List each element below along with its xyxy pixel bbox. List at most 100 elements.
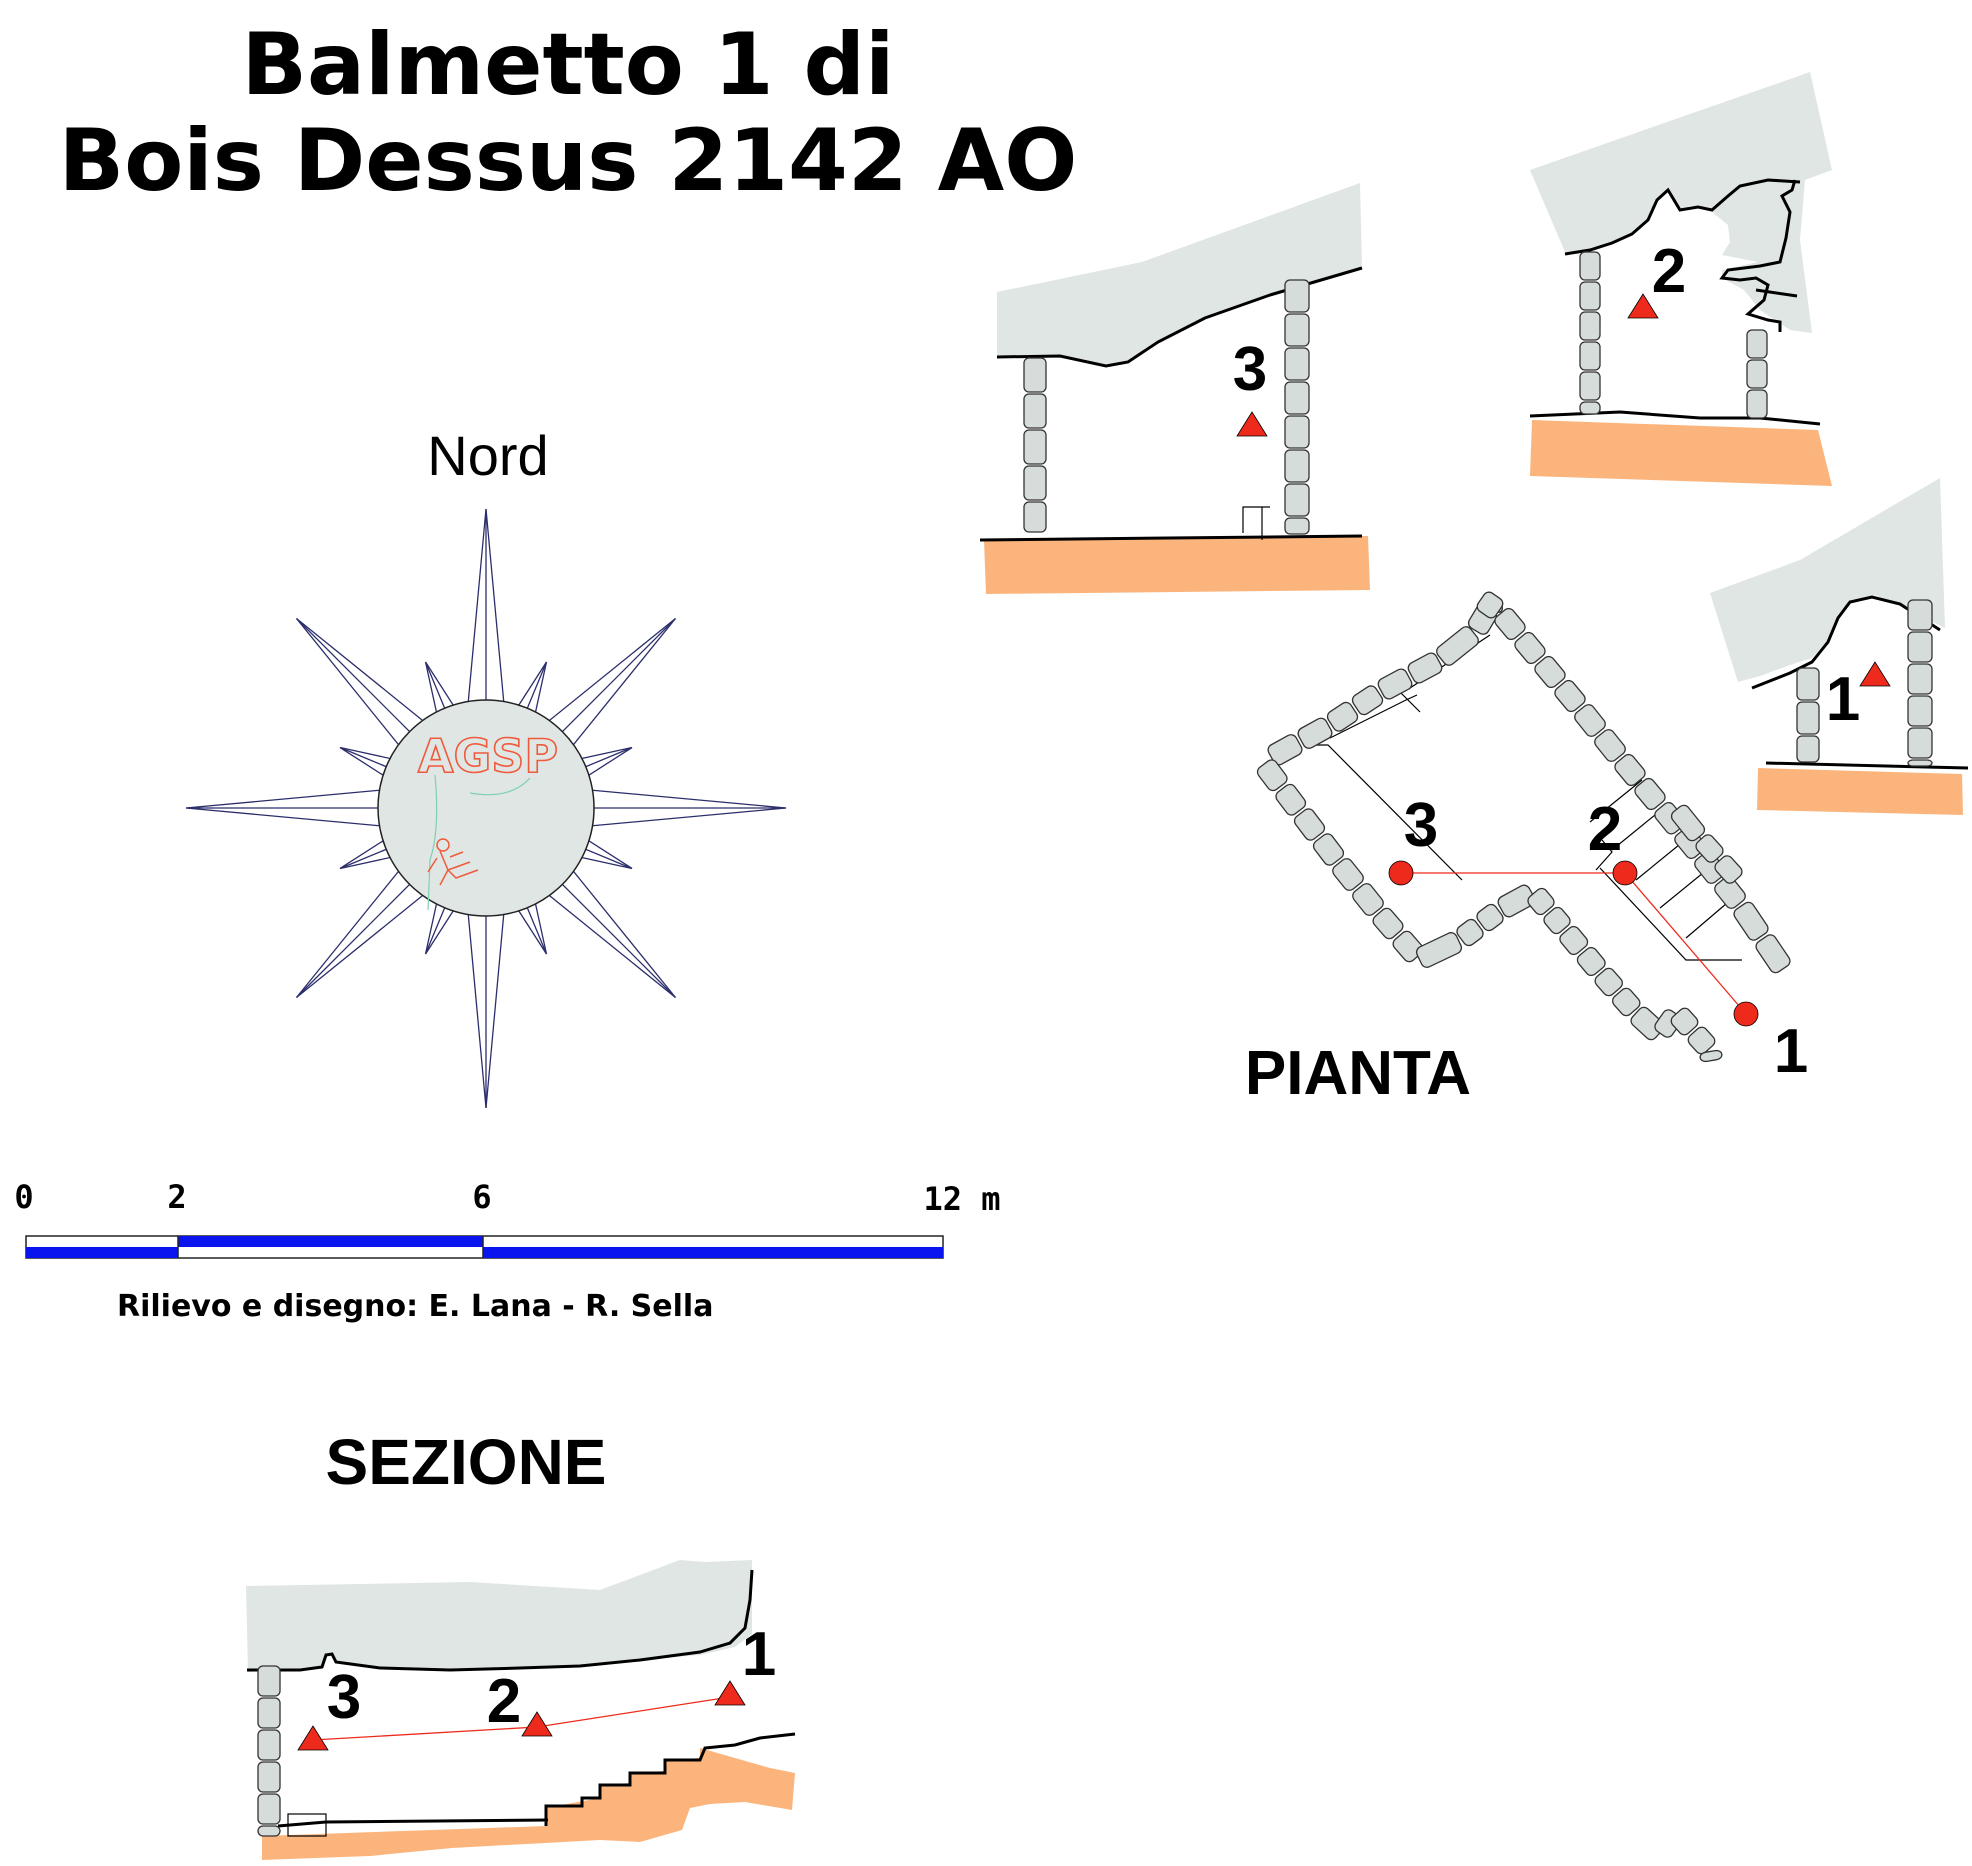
stone-block	[1023, 393, 1047, 429]
scale-tick-12: 12 m	[923, 1180, 1000, 1218]
xs1-station-label: 1	[1826, 665, 1860, 734]
stone-block	[1614, 753, 1646, 787]
stone-block	[1284, 483, 1310, 517]
stone-block	[1559, 925, 1589, 956]
stone-block	[1907, 695, 1933, 727]
plan-station-1	[1733, 1001, 1759, 1027]
stone-block	[1574, 704, 1606, 737]
stone-block	[1284, 449, 1310, 483]
section-label: SEZIONE	[326, 1426, 607, 1498]
stone-column-left	[1023, 357, 1047, 533]
compass-rose: Nord AGSP	[185, 424, 787, 1109]
stone-block	[1456, 918, 1484, 947]
stone-block	[257, 1729, 281, 1761]
stone-block	[1907, 663, 1933, 695]
stone-block	[1023, 429, 1047, 465]
stone-block	[1256, 759, 1288, 792]
stone-block	[1527, 887, 1555, 916]
stone-block	[1436, 626, 1479, 666]
plan-station-2	[1612, 860, 1638, 886]
stone-block	[257, 1793, 281, 1825]
stone-block	[1579, 401, 1601, 415]
stone-block	[1612, 987, 1641, 1017]
stone-block	[1579, 341, 1601, 371]
xs3-station-label: 3	[1233, 335, 1267, 404]
stone-block	[1670, 804, 1706, 842]
credit-text: Rilievo e disegno: E. Lana - R. Sella	[117, 1289, 713, 1324]
cross-section-3: 3	[979, 183, 1370, 594]
stone-column-right	[1907, 599, 1933, 767]
title-line-2: Bois Dessus 2142 AO	[59, 111, 1078, 211]
plan-station-label-1: 1	[1774, 1017, 1808, 1086]
stone-block	[1415, 932, 1463, 968]
stone-block	[1579, 371, 1601, 401]
stone-block	[1733, 901, 1769, 941]
stone-block	[1670, 1007, 1699, 1036]
scale-tick-0: 0	[14, 1178, 33, 1216]
stone-block	[1267, 734, 1303, 766]
stone-block	[1543, 906, 1571, 935]
plan-stone-walls	[1256, 591, 1791, 1063]
section-station-marker-1	[714, 1680, 746, 1706]
stone-block	[1284, 279, 1310, 313]
stone-column-right	[1284, 279, 1310, 535]
stone-block	[1372, 907, 1404, 940]
stone-block	[1284, 381, 1310, 415]
stone-block	[1796, 735, 1820, 763]
scale-tick-2: 2	[167, 1178, 186, 1216]
cross-section-1: 1	[1710, 478, 1969, 815]
stone-block	[1907, 759, 1933, 767]
stone-block	[1714, 855, 1743, 884]
stone-block	[1494, 607, 1526, 641]
stone-block	[257, 1825, 281, 1837]
stone-block	[1297, 717, 1333, 749]
caver-figure-icon	[427, 838, 479, 886]
agsp-logo: AGSP	[418, 729, 558, 783]
section-station-label-2: 2	[487, 1667, 521, 1736]
plan-station-label-3: 3	[1404, 791, 1438, 860]
title-line-1: Balmetto 1 di	[241, 15, 894, 115]
stone-block	[1476, 591, 1504, 619]
plan-view: 3 2 1 PIANTA	[1245, 591, 1808, 1108]
stone-block	[1634, 777, 1666, 811]
stone-block	[1796, 701, 1820, 735]
cross-section-2: 2	[1529, 72, 1832, 486]
stone-block	[1377, 668, 1413, 700]
stone-block	[1579, 251, 1601, 281]
scale-tick-6: 6	[472, 1178, 491, 1216]
stone-block	[1326, 701, 1359, 732]
stone-block	[1284, 347, 1310, 381]
stone-block	[1594, 729, 1626, 762]
xs1-station-marker	[1859, 661, 1891, 687]
stone-block	[1284, 517, 1310, 535]
stone-block	[1312, 833, 1345, 866]
stone-block	[1293, 808, 1326, 841]
stone-block	[1746, 389, 1768, 419]
stone-block	[257, 1697, 281, 1729]
stone-column-left	[1579, 251, 1601, 415]
stone-column-right	[1746, 329, 1768, 419]
stone-block	[1284, 313, 1310, 347]
stone-block	[1476, 903, 1504, 932]
stone-block	[257, 1761, 281, 1793]
stone-block	[1554, 679, 1586, 713]
compass-disc	[377, 699, 595, 917]
xs2-station-marker	[1627, 293, 1659, 319]
stone-block	[1534, 655, 1566, 689]
stone-column-left	[1796, 667, 1820, 763]
stone-block	[1351, 685, 1384, 716]
stone-block	[1907, 727, 1933, 759]
long-section: SEZIONE 3 2 1	[246, 1426, 796, 1860]
stone-block	[1275, 783, 1307, 816]
stone-block	[1630, 1006, 1665, 1041]
stone-block	[1699, 1049, 1723, 1063]
stone-block	[1746, 359, 1768, 389]
plan-station-3	[1388, 860, 1414, 886]
stone-block	[1023, 465, 1047, 501]
stone-block	[257, 1665, 281, 1697]
stone-block	[1907, 631, 1933, 663]
stone-block	[1514, 631, 1546, 665]
stone-block	[1796, 667, 1820, 701]
stone-block	[1579, 281, 1601, 311]
